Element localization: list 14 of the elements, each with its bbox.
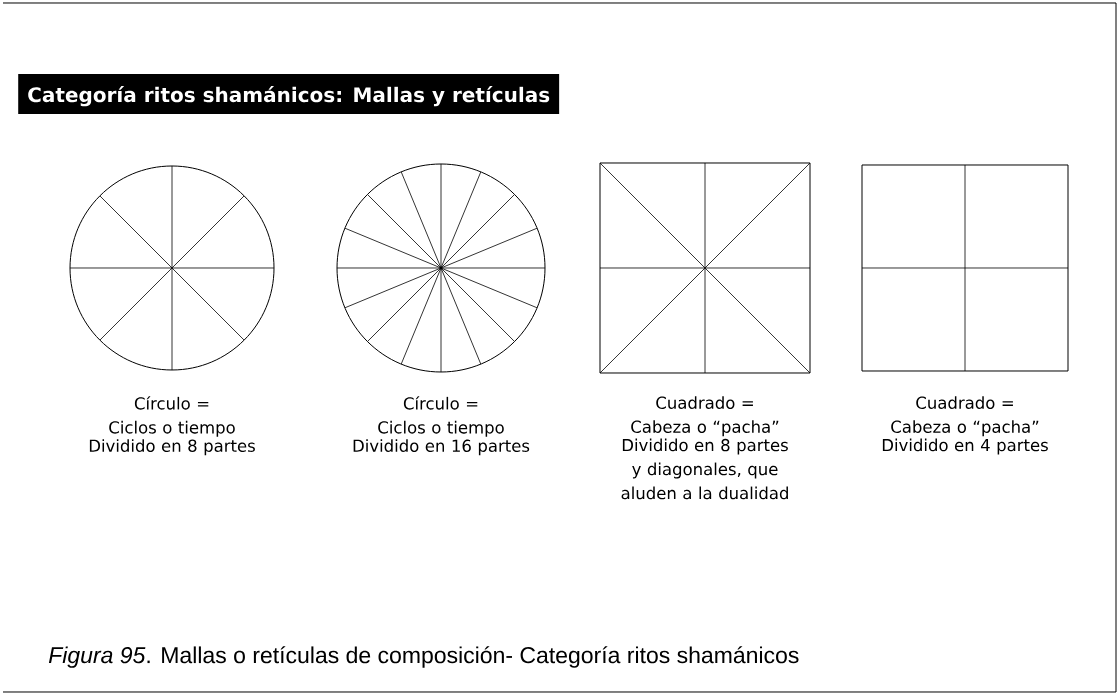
title-band: Categoría ritos shamánicos: Mallas y retículas bbox=[18, 74, 560, 114]
figure-caption: Figura 95. Mallas o retículas de composición- Categoría ritos shamánicos bbox=[48, 646, 799, 668]
shape-caption: Círculo = Ciclos o tiempo bbox=[109, 396, 235, 437]
divided-square-drawing bbox=[599, 162, 811, 374]
shape-caption: Dividido en 16 partes bbox=[353, 439, 530, 456]
divided-circle-drawing bbox=[336, 163, 546, 373]
divided-circle-drawing bbox=[69, 165, 275, 371]
divided-square-drawing bbox=[861, 164, 1069, 372]
shape-caption: Dividido en 4 partes bbox=[882, 438, 1048, 455]
shape-caption: Dividido en 8 partes y diagonales, que aluden a la dualidad bbox=[621, 438, 788, 500]
shape-caption: Dividido en 8 partes bbox=[89, 439, 255, 456]
shape-caption: Cuadrado = Cabeza o “pacha” bbox=[631, 396, 779, 437]
shape-caption: Círculo = Ciclos o tiempo bbox=[378, 396, 504, 437]
shape-caption: Cuadrado = Cabeza o “pacha” bbox=[891, 396, 1039, 437]
